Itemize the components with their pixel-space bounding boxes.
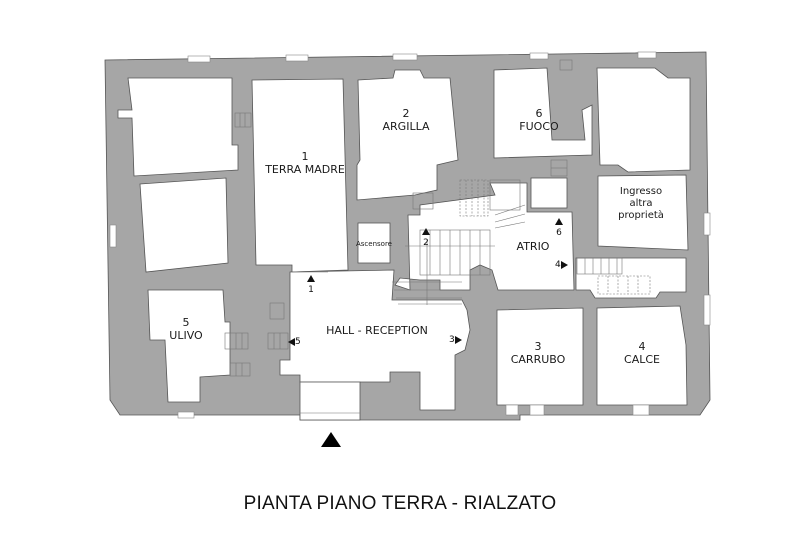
upper-staircase <box>412 179 526 229</box>
space-label-atrio: ATRIO <box>516 240 550 253</box>
window-bottom-2 <box>505 404 519 416</box>
window-left-1 <box>109 224 117 248</box>
room-carrubo <box>496 307 584 406</box>
marker-4: 4 <box>555 260 568 270</box>
room-number: 4 <box>638 340 646 353</box>
window-top-4 <box>529 52 549 60</box>
room-number: 3 <box>534 340 542 353</box>
closet <box>530 177 568 209</box>
room-calce <box>596 305 688 406</box>
room-hall-reception <box>279 269 471 411</box>
room-name: TERRA MADRE <box>265 163 345 177</box>
main-staircase <box>392 229 495 305</box>
window-bottom-1 <box>177 411 195 419</box>
right-staircase <box>576 257 651 295</box>
room-label-calce: 4 CALCE <box>624 340 660 366</box>
room-label-ulivo: 5 ULIVO <box>169 316 202 342</box>
room-mid-left <box>139 177 229 273</box>
space-label-ascensore: Ascensore <box>356 240 392 248</box>
marker-1: 1 <box>306 275 316 295</box>
marker-label: 6 <box>556 228 562 238</box>
room-name: ULIVO <box>169 329 203 343</box>
arrow-right-icon <box>454 335 462 344</box>
window-top-5 <box>637 51 657 59</box>
window-top-1 <box>187 55 211 63</box>
room-name: CALCE <box>624 353 660 367</box>
label-line: Ingresso <box>619 186 663 197</box>
arrow-left-icon <box>288 337 295 346</box>
room-fuoco <box>493 67 593 159</box>
room-label-carrubo: 3 CARRUBO <box>511 340 566 366</box>
label-line: proprietà <box>618 210 664 221</box>
arrow-right-icon <box>560 260 568 269</box>
room-ingresso-altra-proprieta <box>597 174 689 251</box>
entrance-triangle-icon <box>321 432 341 447</box>
room-name: CARRUBO <box>510 353 566 367</box>
label-line: altra <box>629 198 653 209</box>
space-label-hall-reception: HALL - RECEPTION <box>326 324 428 337</box>
window-right-1 <box>703 212 711 236</box>
room-number: 2 <box>402 107 410 120</box>
marker-label: 3 <box>449 335 455 345</box>
room-label-terra-madre: 1 TERRA MADRE <box>265 150 345 176</box>
room-number: 1 <box>301 150 309 163</box>
entrance-passage <box>299 381 361 421</box>
arrow-up-icon <box>422 228 430 235</box>
marker-2: 2 <box>421 228 431 248</box>
arrow-up-icon <box>307 275 315 282</box>
room-top-left <box>117 77 239 177</box>
room-number: 6 <box>535 107 543 120</box>
marker-label: 4 <box>555 260 561 270</box>
plan-title: PIANTA PIANO TERRA - RIALZATO <box>243 493 557 514</box>
marker-3: 3 <box>449 335 462 345</box>
marker-label: 2 <box>423 238 429 248</box>
window-right-2 <box>703 294 711 326</box>
window-bottom-3 <box>529 404 545 416</box>
room-ulivo <box>147 289 231 403</box>
room-label-argilla: 2 ARGILLA <box>383 107 430 133</box>
window-top-3 <box>392 53 418 61</box>
marker-label: 5 <box>295 337 301 347</box>
room-argilla <box>356 69 459 201</box>
space-label-ingresso-altra-proprieta: Ingresso altra proprietà <box>618 186 664 222</box>
window-top-2 <box>285 54 309 62</box>
arrow-up-icon <box>555 218 563 225</box>
room-number: 5 <box>182 316 190 329</box>
room-ascensore <box>357 222 391 264</box>
window-bottom-4 <box>632 404 650 416</box>
marker-6: 6 <box>554 218 564 238</box>
room-name: FUOCO <box>519 120 559 134</box>
room-name: ARGILLA <box>382 120 430 134</box>
corridor-right <box>575 257 687 299</box>
room-label-fuoco: 6 FUOCO <box>519 107 558 133</box>
marker-label: 1 <box>308 285 314 295</box>
marker-5: 5 <box>288 337 301 347</box>
room-top-right <box>596 67 691 173</box>
